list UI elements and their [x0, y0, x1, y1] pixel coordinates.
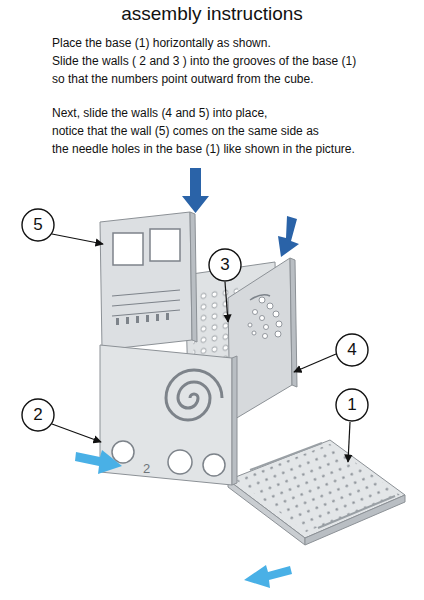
- slot-mark: [116, 318, 119, 325]
- slot-marks: [116, 313, 169, 325]
- wall-edge: [232, 356, 237, 485]
- callout-circle: 5: [21, 208, 55, 242]
- slot: [112, 290, 180, 296]
- hole: [275, 331, 281, 337]
- hole: [260, 316, 265, 321]
- leader-line: [52, 234, 103, 244]
- wall-edge: [190, 212, 197, 342]
- callout-circle: 2: [21, 398, 55, 432]
- leader-line: [348, 422, 350, 462]
- slot-rows: [112, 290, 180, 316]
- callout-circle: 4: [335, 333, 369, 367]
- callout-number: 2: [21, 398, 55, 432]
- callout-number: 3: [208, 248, 242, 282]
- wall-five: [100, 212, 192, 350]
- round-cutout: [168, 450, 192, 474]
- groove: [318, 496, 395, 528]
- title: assembly instructions: [0, 3, 424, 25]
- hole: [263, 334, 268, 339]
- instruction-text: Place the base (1) horizontally as shown…: [52, 36, 271, 50]
- callout-number: 5: [21, 208, 55, 242]
- callout-number: 1: [335, 388, 369, 422]
- right-wall: [228, 258, 292, 422]
- wall-two: [100, 345, 232, 485]
- arc-holes: [248, 297, 282, 339]
- slot-mark: [136, 316, 139, 323]
- slot-mark: [156, 314, 159, 321]
- instruction-text: notice that the wall (5) comes on the sa…: [52, 124, 319, 138]
- leader-line: [52, 424, 101, 442]
- callout-number: 4: [335, 333, 369, 367]
- hole: [252, 331, 256, 335]
- hole: [276, 321, 282, 327]
- slot-mark: [146, 315, 149, 322]
- instruction-text: Slide the walls ( 2 and 3 ) into the gro…: [52, 54, 356, 68]
- hole: [273, 311, 279, 317]
- window-cutout: [150, 229, 180, 261]
- leader-lines: [52, 234, 350, 462]
- instruction-text: Next, slide the walls (4 and 5) into pla…: [52, 106, 267, 120]
- slot-mark: [166, 313, 169, 320]
- hole: [264, 325, 269, 330]
- push-arrow: [182, 168, 209, 213]
- window-cutout: [113, 233, 143, 265]
- spiral-cutout: [166, 370, 222, 420]
- hole: [267, 303, 273, 309]
- instruction-text: so that the numbers point outward from t…: [52, 72, 313, 86]
- circle-shape: [336, 389, 368, 421]
- circle-shape: [22, 399, 54, 431]
- hole: [248, 323, 252, 327]
- engraved-number: 2: [143, 461, 150, 476]
- callout-circle: 3: [208, 248, 242, 282]
- push-arrow: [278, 216, 299, 257]
- circle-shape: [22, 209, 54, 241]
- groove: [250, 443, 322, 470]
- hole: [259, 297, 265, 303]
- leader-line: [225, 282, 228, 322]
- instruction-text: the needle holes in the base (1) like sh…: [52, 142, 355, 156]
- moon-cutout: [250, 295, 270, 300]
- circle-shape: [336, 334, 368, 366]
- circle-shape: [209, 249, 241, 281]
- slot: [112, 300, 180, 306]
- hole: [253, 310, 258, 315]
- leader-line: [294, 354, 336, 372]
- callout-circle: 1: [335, 388, 369, 422]
- slot-mark: [126, 317, 129, 324]
- round-cutout: [112, 441, 134, 463]
- slide-arrow: [75, 450, 122, 474]
- wall-edge: [290, 258, 297, 387]
- round-cutout: [203, 454, 225, 476]
- slide-arrow: [244, 565, 292, 588]
